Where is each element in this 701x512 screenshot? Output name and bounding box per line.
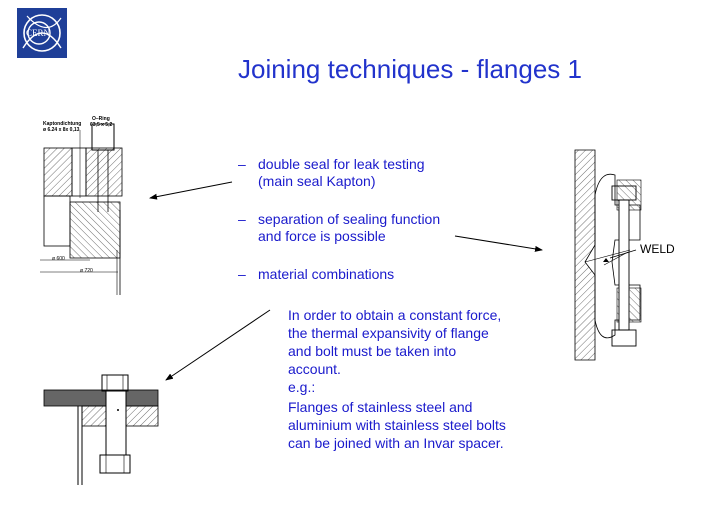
weld-leader-line xyxy=(609,249,637,259)
bullet-text: double seal for leak testing (main seal … xyxy=(258,156,425,189)
flange-drawing-kapton xyxy=(40,123,123,295)
weld-label: WELD xyxy=(640,242,675,256)
oring-dim: 63,5 x 5,2 xyxy=(90,122,113,128)
diameter-720-label: ø 720 xyxy=(80,268,93,274)
bullet-materials: – material combinations xyxy=(238,266,498,284)
flange-drawing-weld xyxy=(574,149,642,361)
cern-logo-text: CERN xyxy=(26,28,51,38)
paragraph-eg: e.g.: xyxy=(288,379,316,395)
bullet-double-seal: – double seal for leak testing (main sea… xyxy=(238,156,498,190)
diameter-600-label: ø 600 xyxy=(52,256,65,262)
cern-logo: CERN xyxy=(17,8,67,58)
bullet-dash: – xyxy=(238,266,246,282)
bullet-text: material combinations xyxy=(258,266,395,282)
arrow-to-bolt-drawing xyxy=(165,309,271,381)
kapton-seal-dim: ø 6.24 x 8x 0,13 xyxy=(43,127,80,133)
cern-logo-icon xyxy=(22,14,62,52)
bullet-text: separation of sealing function and force… xyxy=(258,211,441,244)
bullet-dash: – xyxy=(238,156,246,172)
slide-title: Joining techniques - flanges 1 xyxy=(237,54,582,84)
bullet-separation: – separation of sealing function and for… xyxy=(238,211,498,245)
arrow-to-weld-drawing xyxy=(454,235,543,252)
bolt-drawing-invar xyxy=(43,374,159,485)
kapton-seal-label: Kaptondichtung xyxy=(43,121,82,127)
paragraph-invar: Flanges of stainless steel and aluminium… xyxy=(288,399,506,451)
bullet-dash: – xyxy=(238,211,246,227)
oring-label: O–Ring xyxy=(92,116,110,122)
arrow-to-kapton-drawing xyxy=(149,181,233,200)
paragraph-thermal: In order to obtain a constant force, the… xyxy=(288,307,502,377)
